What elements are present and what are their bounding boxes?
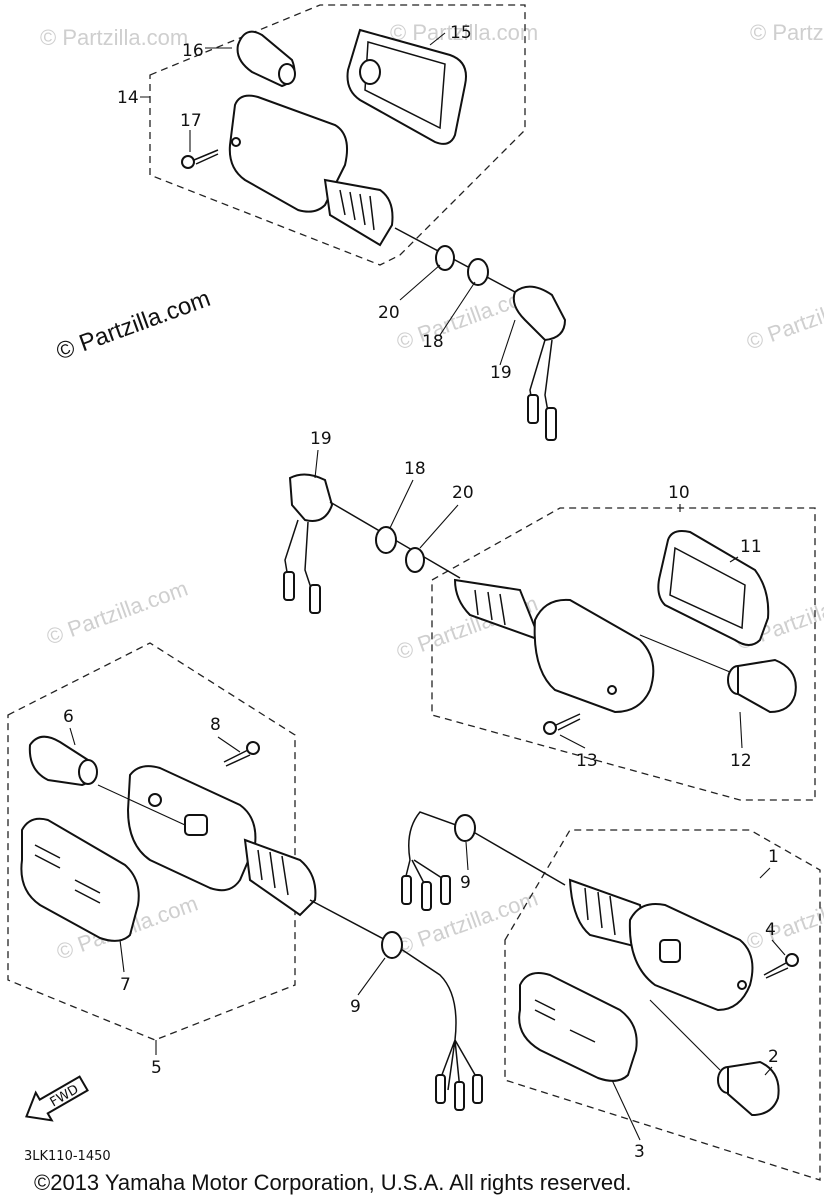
screw-part [181,149,219,169]
bulb-part [717,1060,780,1117]
boot-part [512,285,567,441]
screw-part [543,713,581,735]
callout-label: 12 [730,751,752,771]
callout-label: 1 [768,847,779,867]
callout-label: 18 [422,332,444,352]
boot-part [283,473,334,614]
cable [408,811,566,886]
callout-label: 19 [490,363,512,383]
callout-label: 11 [740,537,762,557]
callout-label: 18 [404,459,426,479]
assembly-outline [431,507,816,801]
callout-label: 20 [452,483,474,503]
callout-label: 5 [151,1058,162,1078]
grommet-part [467,258,489,286]
screw-part [763,953,799,979]
bulb-part [236,30,296,88]
housing-part [126,765,317,917]
lens-part [518,972,638,1082]
watermark: © Partzilla.com [743,881,824,955]
housing-part [228,94,394,247]
assembly-outline [504,829,821,1181]
callout-label: 16 [182,41,204,61]
watermark: © Partzilla.com [750,20,824,45]
assembly-outline [149,4,526,266]
lens-part [346,28,467,145]
callout-label: 7 [120,975,131,995]
lens-part [20,817,140,942]
washer-part [435,245,455,271]
assembly-outline [7,642,296,1041]
bulb-part [727,658,797,714]
assembly-1: 1 9 4 2 3 [401,811,821,1181]
assembly-5: 6 8 7 9 5 [7,642,483,1111]
callout-label: 3 [634,1142,645,1162]
callout-label: 14 [117,88,139,108]
screw-part [223,741,260,767]
callout-label: 13 [576,751,598,771]
housing-part [453,578,655,714]
watermark: © Partzilla.com [743,281,824,355]
cable [309,899,457,1041]
callout-label: 20 [378,303,400,323]
callout-label: 9 [460,873,471,893]
diagram-code: 3LK110-1450 [24,1149,111,1164]
grommet-part [381,931,403,959]
watermark-main: © Partzilla.com [53,285,214,366]
callout-label: 9 [350,997,361,1017]
grommet-part [454,814,476,842]
assembly-14: 14 16 15 17 20 18 19 [117,4,567,441]
washer-part [405,547,425,573]
copyright-text: ©2013 Yamaha Motor Corporation, U.S.A. A… [34,1170,631,1195]
callout-label: 8 [210,715,221,735]
watermark: © Partzilla.com [393,886,541,960]
callout-label: 6 [63,707,74,727]
callout-label: 2 [768,1047,779,1067]
lens-part [657,530,770,646]
callout-label: 15 [450,23,472,43]
watermark: © Partzilla.com [43,576,191,650]
grommet-part [375,526,397,554]
cable [394,227,531,301]
callout-label: 17 [180,111,202,131]
watermark: © Partzilla.com [390,20,538,45]
callout-label: 19 [310,429,332,449]
callout-label: 4 [765,920,776,940]
housing-part [568,878,754,1012]
bulb-part [28,735,98,787]
fwd-arrow-icon: FWD [25,1075,89,1122]
assembly-10: 19 18 20 10 11 12 13 [283,429,816,801]
watermark: © Partzilla.com [40,25,188,50]
callout-label: 10 [668,483,690,503]
